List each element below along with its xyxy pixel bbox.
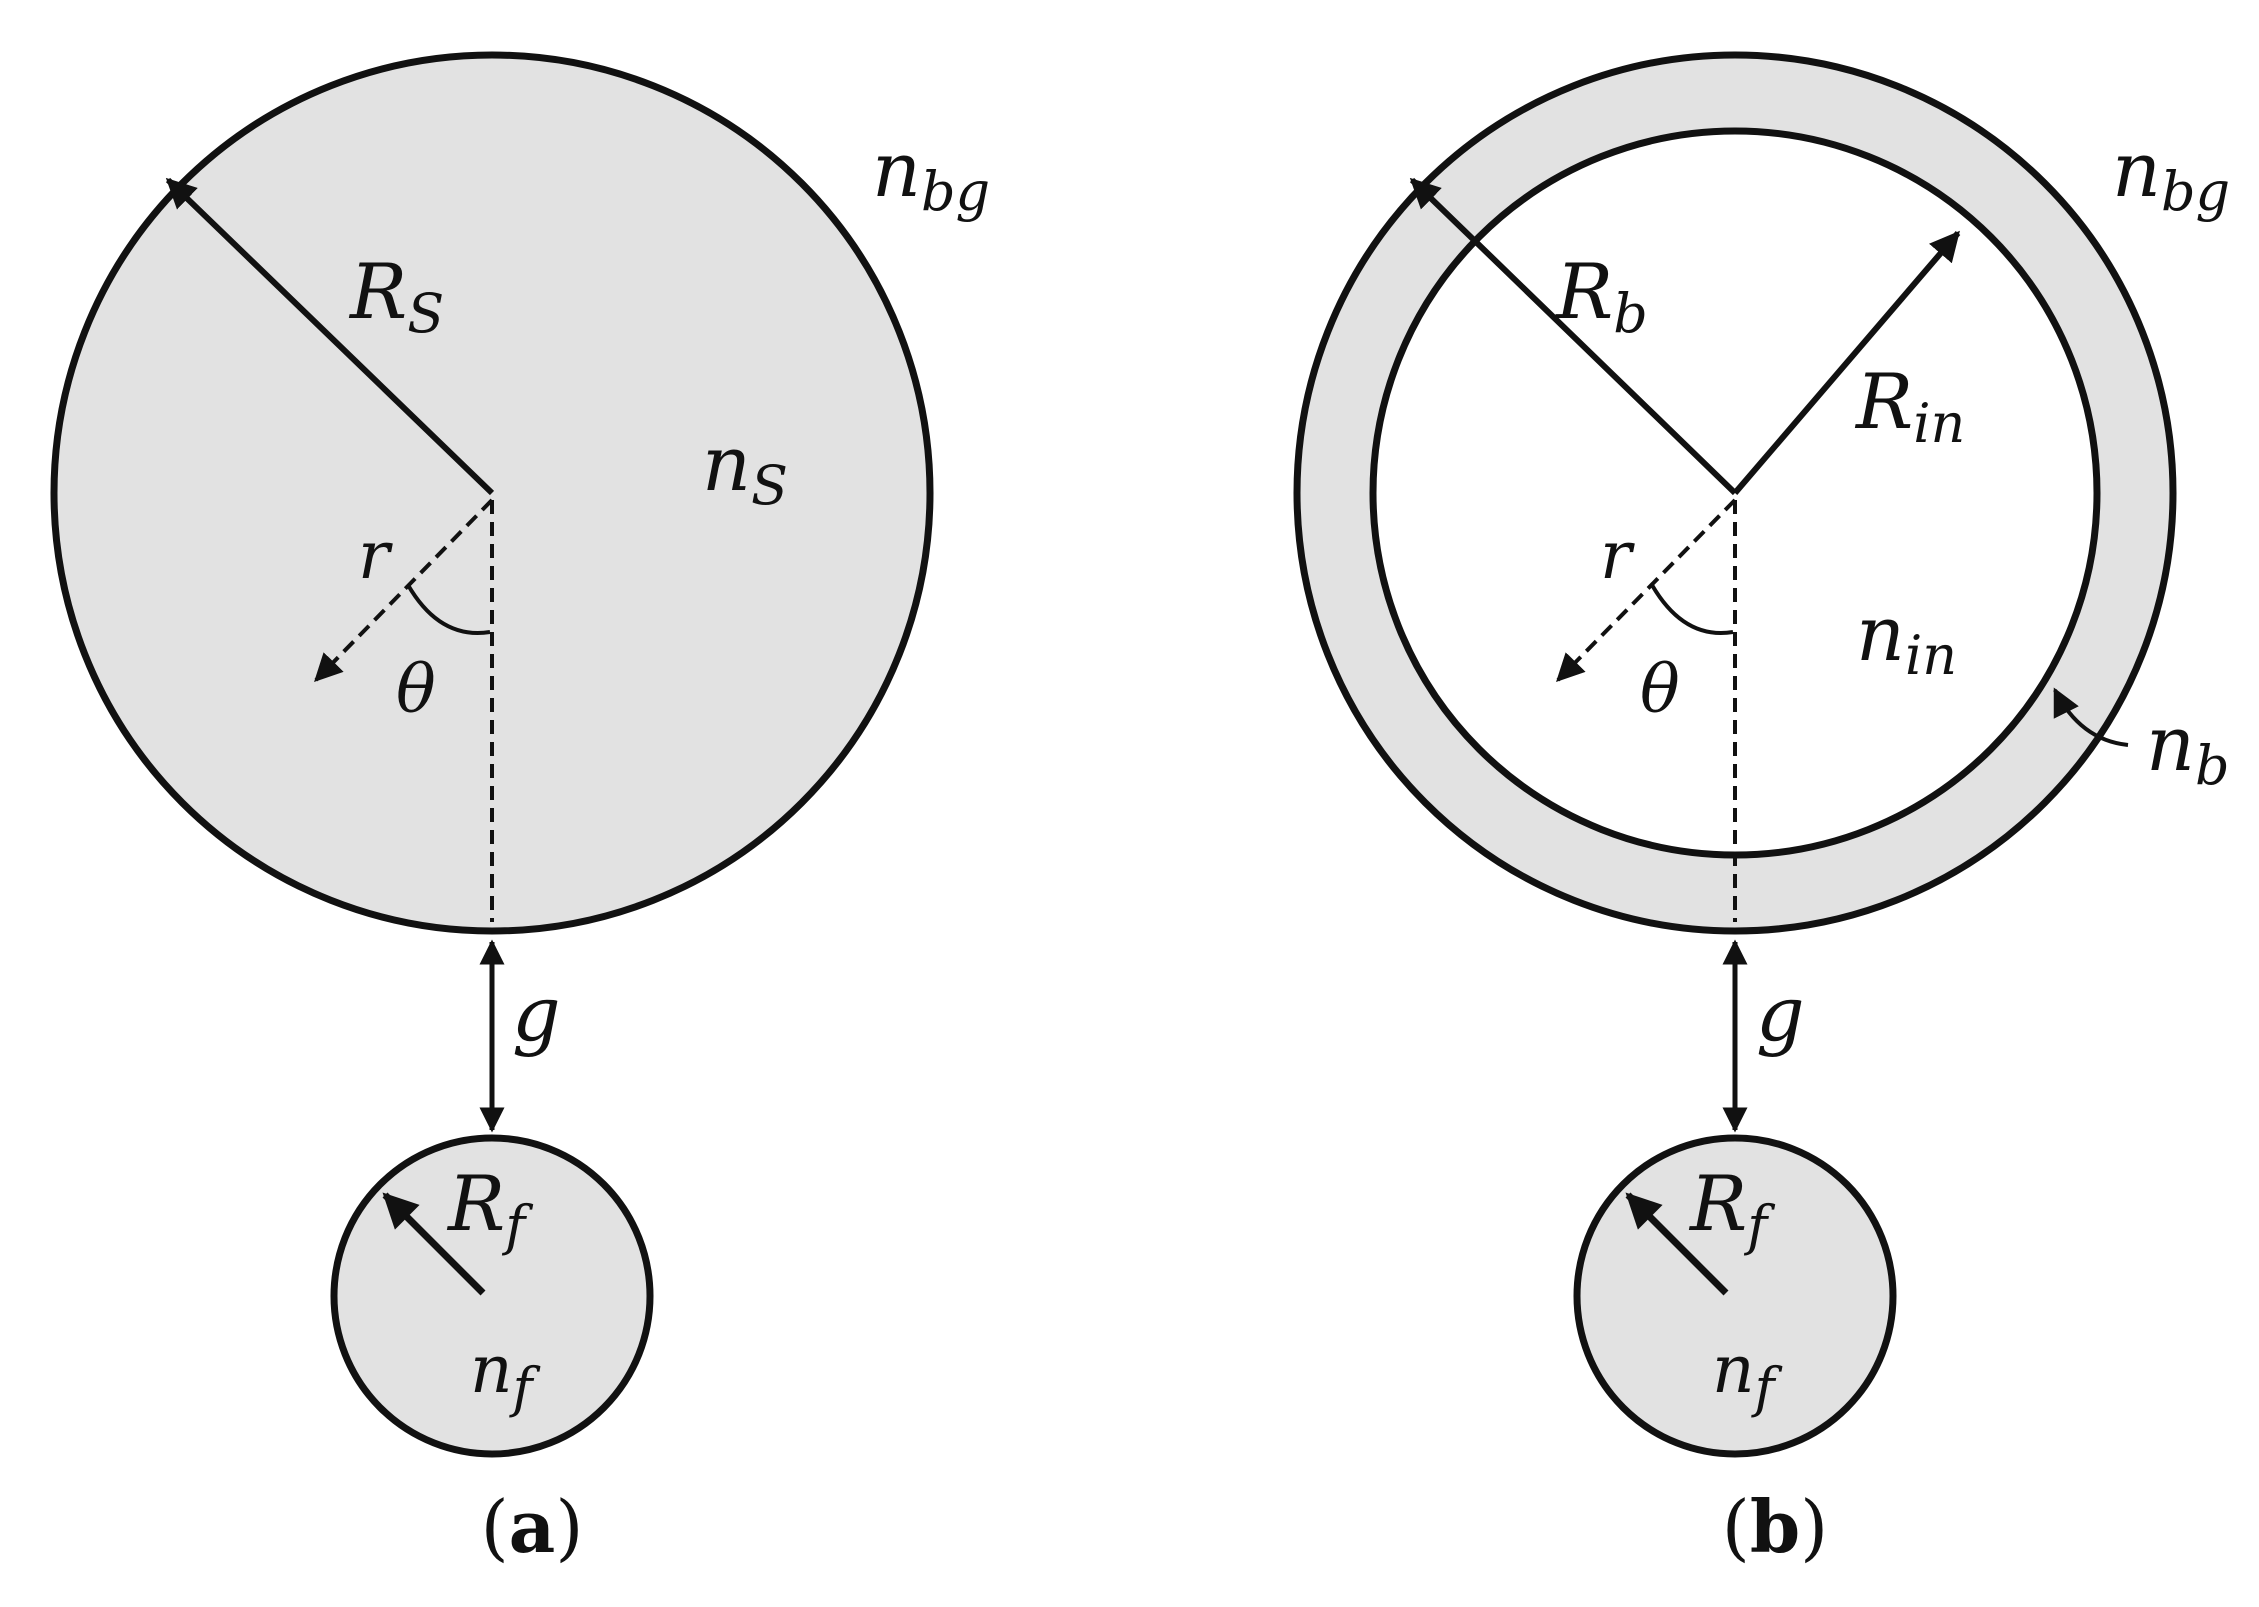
fiber-radius-arrow-a <box>382 1192 486 1296</box>
gap-label-b: g <box>1756 969 1805 1058</box>
theta-arc-a <box>406 583 491 635</box>
sphere-index-label-a: nS <box>702 419 788 517</box>
angle-label-a: θ <box>396 651 436 728</box>
fiber-radius-arrow-b <box>1625 1192 1729 1296</box>
theta-arc-b <box>1650 583 1734 635</box>
shell-index-label-b: nb <box>2146 699 2230 797</box>
background-index-label-a: nbg <box>872 125 990 223</box>
inner-radius-label-b: Rin <box>1854 357 1965 455</box>
background-index-label-b: nbg <box>2112 125 2230 223</box>
outer-radius-arrow-b <box>1409 177 1738 496</box>
panel-a: RS nS nbg r θ g Rf nf (a) <box>50 51 990 1569</box>
inner-radius-arrow-b <box>1732 230 1961 495</box>
radial-coord-label-b: r <box>1600 517 1635 594</box>
angle-label-b: θ <box>1640 651 1680 728</box>
caption-b: (b) <box>1722 1484 1829 1569</box>
inner-index-label-b: nin <box>1856 589 1957 687</box>
outer-radius-label-a: RS <box>348 247 444 345</box>
radial-coord-label-a: r <box>358 517 393 594</box>
radius-arrow-a <box>165 177 495 496</box>
gap-label-a: g <box>512 969 561 1058</box>
outer-radius-label-b: Rb <box>1554 247 1648 345</box>
r-dashed-arrow-b <box>1556 498 1737 682</box>
caption-a: (a) <box>481 1484 584 1569</box>
r-dashed-arrow-a <box>314 498 494 683</box>
shell-pointer-arrow-b <box>2053 687 2129 747</box>
panel-b: Rb Rin nin nbg r θ nb g Rf nf (b) <box>1293 51 2230 1569</box>
